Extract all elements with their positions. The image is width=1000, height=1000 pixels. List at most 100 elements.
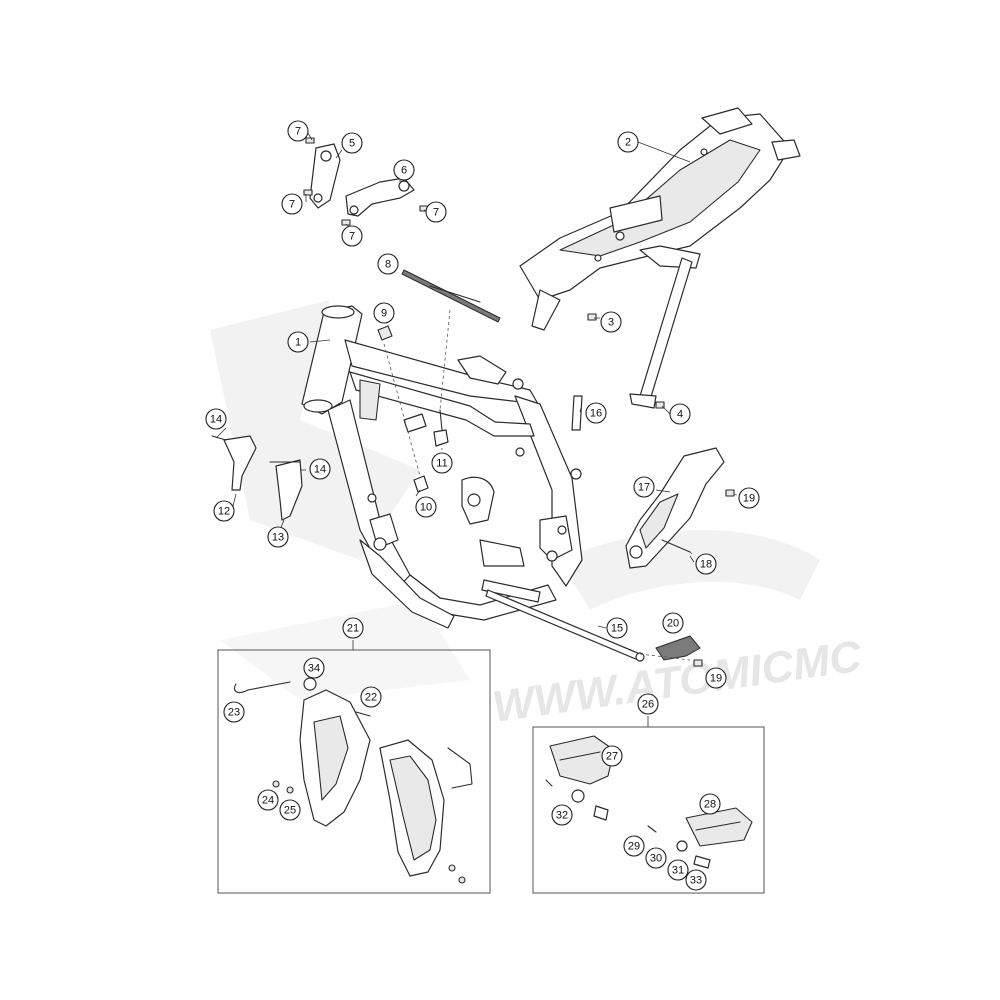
callout-17: 17	[633, 476, 655, 498]
callout-circle	[373, 302, 395, 324]
callout-circle	[213, 500, 235, 522]
callout-number: 6	[401, 165, 407, 177]
callout-number: 28	[704, 799, 716, 811]
callout-10: 10	[415, 496, 437, 518]
callout-28: 28	[699, 793, 721, 815]
callout-26: 26	[637, 693, 659, 715]
callout-number: 18	[700, 559, 712, 571]
callout-circle	[623, 835, 645, 857]
callout-circle	[669, 403, 691, 425]
callout-circle	[341, 132, 363, 154]
callout-number: 4	[677, 409, 683, 421]
callout-7: 7	[281, 193, 303, 215]
callout-number: 14	[210, 414, 222, 426]
callout-16: 16	[585, 402, 607, 424]
bolt-18	[661, 539, 691, 553]
callout-number: 16	[590, 408, 602, 420]
footpeg-left	[545, 735, 615, 821]
callout-circle	[415, 496, 437, 518]
callout-15: 15	[606, 617, 628, 639]
callout-circle	[223, 701, 245, 723]
callout-circle	[287, 120, 309, 142]
clamp-16	[571, 395, 583, 431]
callout-21: 21	[342, 617, 364, 639]
callout-labels: 1234567777891011121314141516171819192021…	[205, 120, 760, 891]
callout-circle	[393, 159, 415, 181]
callout-circle	[377, 253, 399, 275]
bracket-12	[211, 435, 257, 491]
callout-number: 32	[556, 810, 568, 822]
callout-14: 14	[205, 408, 227, 430]
callout-circle	[633, 476, 655, 498]
footpeg-right	[647, 807, 753, 869]
callout-number: 7	[289, 199, 295, 211]
callout-30: 30	[645, 847, 667, 869]
callout-1: 1	[287, 331, 309, 353]
callout-22: 22	[360, 686, 382, 708]
rear-subframe	[519, 107, 801, 409]
callout-number: 1	[295, 337, 301, 349]
bolt-3	[587, 313, 597, 321]
callout-number: 23	[228, 707, 240, 719]
callout-number: 12	[218, 506, 230, 518]
callout-number: 22	[365, 692, 377, 704]
group-box-26	[532, 726, 765, 894]
callout-6: 6	[393, 159, 415, 181]
callout-number: 10	[420, 502, 432, 514]
callout-number: 3	[608, 317, 614, 329]
callout-number: 34	[308, 663, 320, 675]
bracket-17	[625, 447, 725, 569]
callout-7: 7	[341, 225, 363, 247]
callout-number: 7	[295, 126, 301, 138]
frame-guard-assembly	[233, 677, 473, 884]
engine-hanger-5	[309, 143, 341, 209]
callout-9: 9	[373, 302, 395, 324]
callout-19: 19	[738, 487, 760, 509]
bolt-4	[655, 401, 665, 409]
callout-circle	[699, 793, 721, 815]
callout-number: 14	[314, 464, 326, 476]
callout-number: 13	[272, 532, 284, 544]
rubber-9	[377, 325, 393, 341]
callout-circle	[551, 804, 573, 826]
callout-number: 7	[433, 207, 439, 219]
callout-31: 31	[667, 859, 689, 881]
callout-29: 29	[623, 835, 645, 857]
callout-20: 20	[662, 612, 684, 634]
callout-25: 25	[279, 799, 301, 821]
callout-number: 26	[642, 699, 654, 711]
callout-circle	[342, 617, 364, 639]
callout-number: 21	[347, 623, 359, 635]
callout-number: 9	[381, 308, 387, 320]
callout-8: 8	[377, 253, 399, 275]
callout-number: 29	[628, 841, 640, 853]
group-box-21	[217, 649, 491, 894]
callout-number: 5	[349, 138, 355, 150]
callout-number: 19	[743, 493, 755, 505]
callout-number: 20	[667, 618, 679, 630]
callout-13: 13	[267, 526, 289, 548]
callout-number: 30	[650, 853, 662, 865]
callout-34: 34	[303, 657, 325, 679]
callout-number: 27	[606, 751, 618, 763]
callout-24: 24	[257, 789, 279, 811]
callout-circle	[267, 526, 289, 548]
bolt-19b	[693, 659, 703, 667]
chain-slider-20	[655, 635, 701, 661]
callout-number: 8	[385, 259, 391, 271]
callout-5: 5	[341, 132, 363, 154]
callout-3: 3	[600, 311, 622, 333]
callout-33: 33	[685, 869, 707, 891]
cable-clip-11	[433, 409, 449, 447]
clip-10	[413, 475, 429, 493]
callout-7: 7	[425, 201, 447, 223]
callout-circle	[257, 789, 279, 811]
callout-circle	[279, 799, 301, 821]
callout-12: 12	[213, 500, 235, 522]
bracket-13	[269, 459, 303, 521]
callout-circle	[341, 225, 363, 247]
callout-circle	[281, 193, 303, 215]
callout-circle	[705, 667, 727, 689]
callout-circle	[585, 402, 607, 424]
